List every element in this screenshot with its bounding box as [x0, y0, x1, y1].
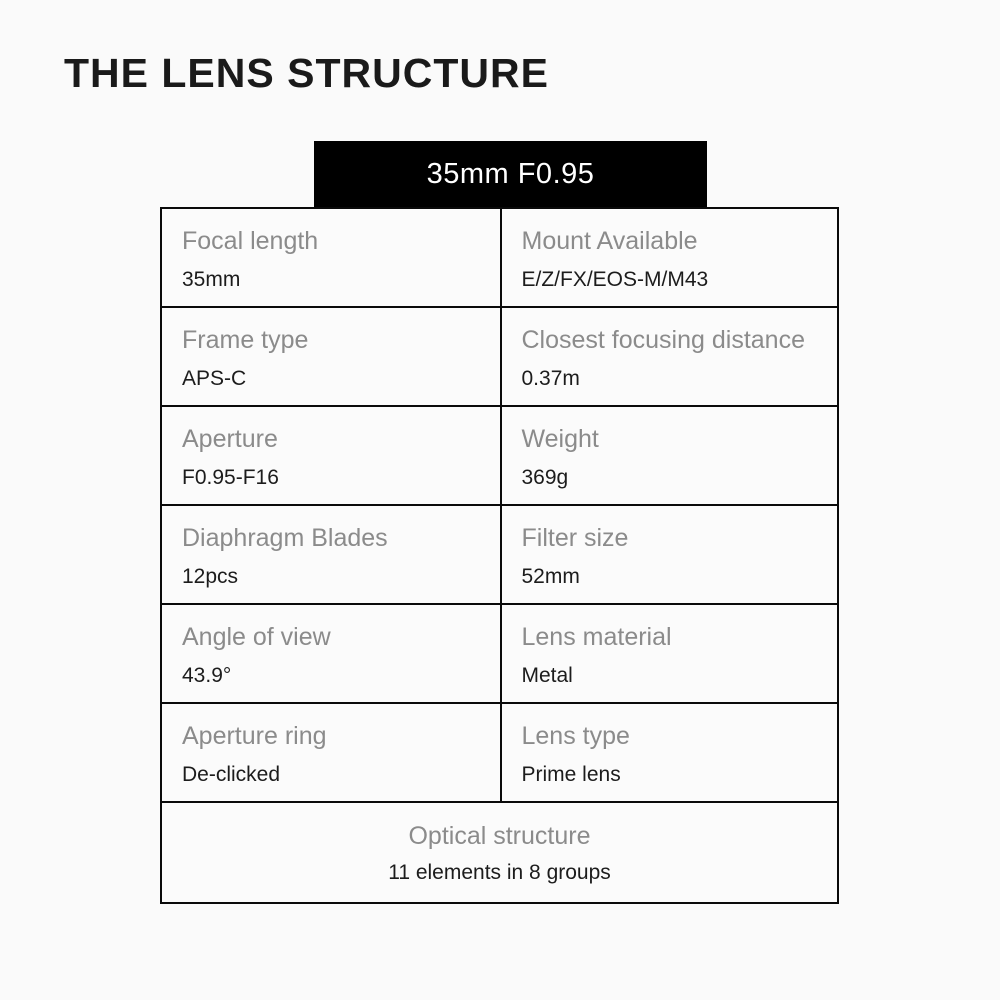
spec-value: 35mm: [182, 268, 241, 291]
lens-model-label: 35mm F0.95: [426, 157, 595, 190]
spec-label: Aperture ring: [182, 722, 327, 750]
spec-value: E/Z/FX/EOS-M/M43: [521, 268, 709, 291]
spec-label: Mount Available: [521, 227, 698, 255]
spec-row-blades-filter: Diaphragm Blades 12pcs Filter size 52mm: [162, 506, 837, 605]
spec-label: Diaphragm Blades: [182, 524, 388, 552]
spec-cell-mount-available: Mount Available E/Z/FX/EOS-M/M43: [499, 209, 838, 306]
spec-value: APS-C: [182, 367, 247, 390]
spec-value: 52mm: [521, 565, 580, 588]
spec-label: Closest focusing distance: [521, 326, 805, 354]
spec-cell-aperture-ring: Aperture ring De-clicked: [162, 704, 500, 801]
spec-label: Filter size: [521, 524, 629, 552]
spec-label: Lens material: [521, 623, 672, 651]
spec-value: De-clicked: [182, 763, 281, 786]
spec-value: 369g: [521, 466, 569, 489]
spec-value: 12pcs: [182, 565, 239, 588]
spec-label: Angle of view: [182, 623, 331, 651]
spec-cell-focal-length: Focal length 35mm: [162, 209, 500, 306]
spec-value: 0.37m: [521, 367, 580, 390]
spec-row-aperture-weight: Aperture F0.95-F16 Weight 369g: [162, 407, 837, 506]
spec-label: Lens type: [521, 722, 630, 750]
spec-value: Metal: [521, 664, 573, 687]
spec-label: Weight: [521, 425, 599, 453]
spec-cell-lens-material: Lens material Metal: [499, 605, 838, 702]
spec-row-focal-mount: Focal length 35mm Mount Available E/Z/FX…: [162, 209, 837, 308]
spec-label: Frame type: [182, 326, 309, 354]
spec-cell-angle-of-view: Angle of view 43.9°: [162, 605, 500, 702]
page-title: THE LENS STRUCTURE: [64, 50, 549, 96]
spec-label: Aperture: [182, 425, 278, 453]
spec-row-frame-focus: Frame type APS-C Closest focusing distan…: [162, 308, 837, 407]
spec-label: Optical structure: [408, 822, 591, 850]
spec-cell-weight: Weight 369g: [499, 407, 838, 504]
spec-value: 11 elements in 8 groups: [388, 861, 611, 884]
spec-footer-optical-structure: Optical structure 11 elements in 8 group…: [162, 803, 837, 902]
spec-cell-filter-size: Filter size 52mm: [499, 506, 838, 603]
spec-cell-frame-type: Frame type APS-C: [162, 308, 500, 405]
spec-label: Focal length: [182, 227, 319, 255]
spec-row-angle-material: Angle of view 43.9° Lens material Metal: [162, 605, 837, 704]
lens-model-badge: 35mm F0.95: [314, 141, 707, 207]
spec-table: Focal length 35mm Mount Available E/Z/FX…: [160, 207, 839, 904]
spec-value: F0.95-F16: [182, 466, 279, 489]
spec-cell-lens-type: Lens type Prime lens: [499, 704, 838, 801]
spec-cell-closest-focusing-distance: Closest focusing distance 0.37m: [499, 308, 838, 405]
spec-row-ring-type: Aperture ring De-clicked Lens type Prime…: [162, 704, 837, 803]
spec-cell-aperture: Aperture F0.95-F16: [162, 407, 500, 504]
spec-cell-diaphragm-blades: Diaphragm Blades 12pcs: [162, 506, 500, 603]
spec-value: Prime lens: [521, 763, 621, 786]
spec-value: 43.9°: [182, 664, 232, 687]
